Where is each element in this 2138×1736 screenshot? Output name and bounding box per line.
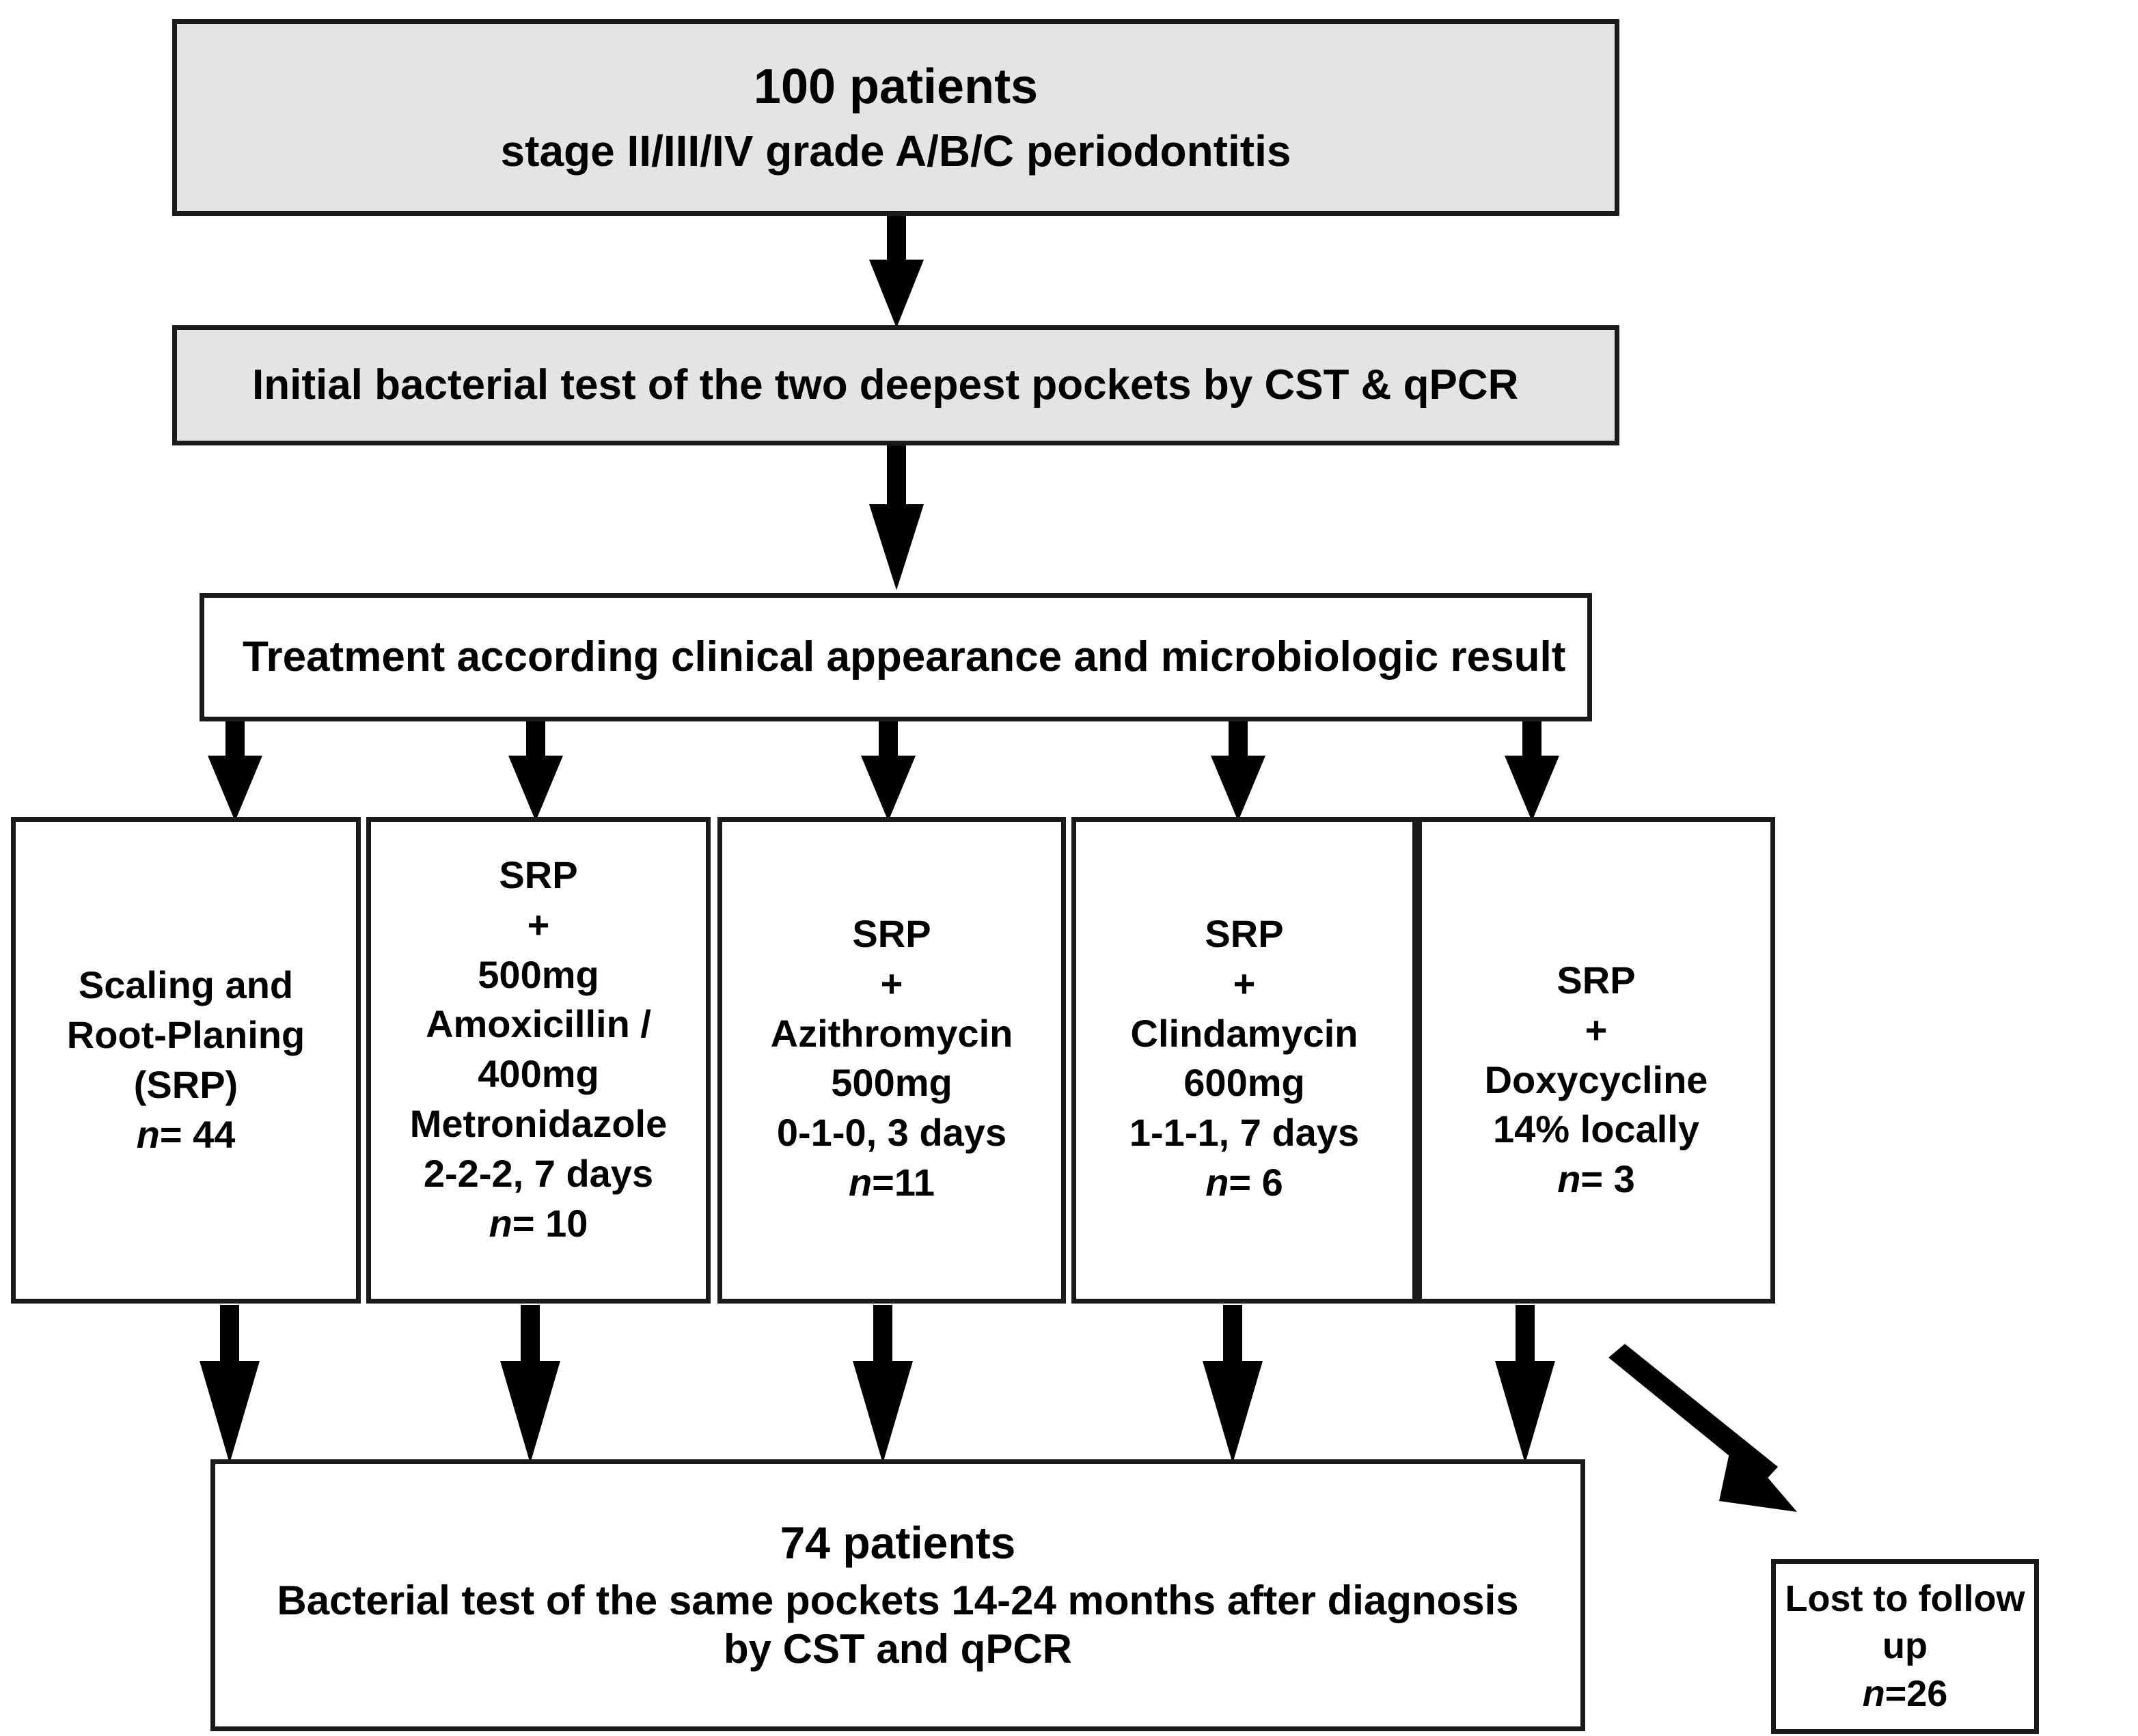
srp-line-3: (SRP) (133, 1063, 238, 1106)
azithro-line-1: SRP (852, 912, 931, 955)
node-group-srp: Scaling and Root-Planing (SRP) n= 44 (11, 817, 361, 1304)
azithro-n: n=11 (849, 1158, 935, 1208)
followup-line-2: Bacterial test of the same pockets 14-24… (277, 1577, 1519, 1624)
amox-n-value: = 10 (512, 1201, 588, 1245)
cohort-line-2: stage II/III/IV grade A/B/C periodontiti… (500, 126, 1291, 176)
doxy-line-1: SRP (1557, 959, 1636, 1002)
azithro-n-value: =11 (872, 1160, 935, 1204)
doxy-n: n= 3 (1557, 1155, 1635, 1204)
arrow-to-lost-to-followup (1599, 1342, 1845, 1547)
lost-n-label: n (1862, 1672, 1885, 1714)
srp-n: n= 44 (137, 1110, 236, 1160)
amox-n-label: n (489, 1201, 512, 1245)
doxy-n-value: = 3 (1580, 1157, 1635, 1201)
arrow-treatment-to-clindamycin (1208, 721, 1268, 821)
lost-n: n=26 (1863, 1670, 1948, 1718)
azithro-line-2: + (880, 961, 903, 1005)
arrow-initial-test-to-treatment (861, 445, 932, 590)
doxy-n-label: n (1557, 1157, 1581, 1201)
clinda-n: n= 6 (1205, 1158, 1283, 1208)
node-group-amoxicillin-metronidazole: SRP + 500mg Amoxicillin / 400mg Metronid… (366, 817, 711, 1304)
doxy-line-4: 14% locally (1493, 1107, 1699, 1151)
srp-line-1: Scaling and (78, 963, 294, 1007)
amox-line-1: SRP (499, 853, 578, 896)
node-group-azithromycin: SRP + Azithromycin 500mg 0-1-0, 3 days n… (717, 817, 1066, 1304)
srp-n-value: = 44 (159, 1112, 236, 1156)
azithro-line-5: 0-1-0, 3 days (776, 1111, 1007, 1155)
arrow-cohort-to-initial-test (861, 216, 932, 328)
amox-line-3: 500mg (478, 952, 599, 996)
clinda-line-2: + (1233, 961, 1256, 1005)
arrow-treatment-to-azithromycin (858, 721, 918, 821)
clinda-n-value: = 6 (1229, 1160, 1283, 1204)
doxy-line-3: Doxycycline (1484, 1058, 1708, 1101)
node-group-clindamycin: SRP + Clindamycin 600mg 1-1-1, 7 days n=… (1071, 817, 1417, 1304)
arrow-treatment-to-amoxicillin (506, 721, 566, 821)
arrow-doxycycline-to-followup (1492, 1305, 1558, 1463)
cohort-line-1: 100 patients (753, 59, 1039, 114)
amox-line-7: 2-2-2, 7 days (423, 1151, 654, 1195)
amox-line-6: Metronidazole (409, 1101, 668, 1145)
doxy-line-2: + (1585, 1008, 1608, 1051)
clinda-n-label: n (1205, 1160, 1229, 1204)
azithro-n-label: n (848, 1160, 873, 1204)
lost-line-2: up (1882, 1625, 1928, 1667)
node-treatment-decision: Treatment according clinical appearance … (200, 593, 1592, 721)
arrow-clindamycin-to-followup (1200, 1305, 1265, 1463)
arrow-treatment-to-doxycycline (1502, 721, 1562, 821)
node-cohort: 100 patients stage II/III/IV grade A/B/C… (172, 19, 1619, 216)
node-followup: 74 patients Bacterial test of the same p… (210, 1459, 1585, 1731)
arrow-amoxicillin-to-followup (497, 1305, 563, 1463)
followup-line-1: 74 patients (780, 1517, 1016, 1569)
node-lost-to-followup: Lost to follow up n=26 (1771, 1559, 2039, 1734)
azithro-line-3: Azithromycin (770, 1011, 1013, 1055)
srp-line-2: Root-Planing (66, 1013, 305, 1057)
amox-line-4: Amoxicillin / (426, 1002, 651, 1046)
azithro-line-4: 500mg (831, 1061, 952, 1105)
arrow-treatment-to-srp (205, 721, 265, 821)
srp-n-label: n (136, 1112, 160, 1156)
node-initial-test: Initial bacterial test of the two deepes… (172, 325, 1619, 445)
clinda-line-4: 600mg (1183, 1061, 1305, 1105)
lost-line-1: Lost to follow (1785, 1578, 2025, 1620)
lost-n-value: =26 (1885, 1672, 1948, 1714)
initial-test-line-1: Initial bacterial test of the two deepes… (252, 361, 1519, 409)
clinda-line-1: SRP (1205, 912, 1284, 955)
arrow-azithromycin-to-followup (850, 1305, 916, 1463)
amox-line-5: 400mg (478, 1052, 599, 1096)
followup-line-3: by CST and qPCR (723, 1625, 1073, 1672)
clinda-line-5: 1-1-1, 7 days (1129, 1111, 1360, 1155)
amox-line-2: + (527, 903, 550, 946)
clinda-line-3: Clindamycin (1130, 1011, 1358, 1055)
amox-n: n= 10 (489, 1199, 588, 1249)
arrow-srp-to-followup (197, 1305, 262, 1463)
node-group-doxycycline: SRP + Doxycycline 14% locally n= 3 (1417, 817, 1775, 1304)
treatment-line-1: Treatment according clinical appearance … (243, 633, 1566, 681)
